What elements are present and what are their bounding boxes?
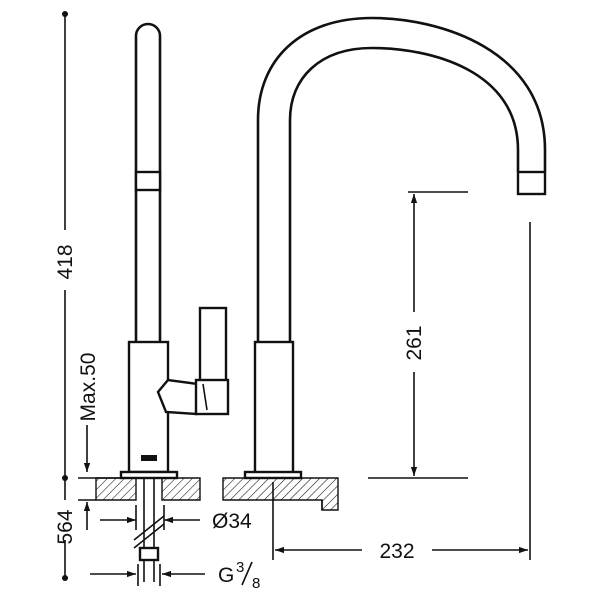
dim-dot-mid [62,475,68,481]
faucet-side-view [119,22,230,480]
spout-reach-dimension [272,222,531,560]
lever-rod-lower [134,190,162,342]
label-diameter-34: Ø34 [212,510,252,533]
dim-dot-bottom [62,575,68,581]
thread-den: 8 [252,575,260,592]
spout-outer-curve [256,16,547,342]
label-thread-g38: G 3 8 [218,559,260,592]
counter-left-2 [161,477,201,501]
handle-grip [198,306,228,386]
pipe-fitting [138,546,160,562]
thread-slash [241,561,253,586]
handle-block-detail [202,383,208,411]
body-column [127,340,170,474]
spout-column [253,340,295,476]
counter-right [222,477,339,511]
spout-inner-curve [288,46,520,342]
counter-left-1 [95,477,137,501]
handle-connector [156,378,200,416]
label-261: 261 [403,325,426,360]
faucet-spout [243,16,547,480]
label-418: 418 [54,244,77,279]
dim-dot-top [62,11,68,17]
thread-num: 3 [236,559,244,576]
vertical-dimension-left [62,11,68,581]
spout-height-dimension [368,191,468,479]
label-564: 564 [54,509,77,544]
lever-ring [134,170,162,192]
diameter-dimension [100,505,200,530]
thread-dimension [90,564,205,586]
label-232: 232 [379,540,414,563]
pipe-break-2 [133,523,165,549]
spout-aerator [516,170,547,196]
body-base-plate [119,470,179,480]
label-max50: Max.50 [77,353,100,422]
lever-rod-top [134,22,162,190]
thread-g: G [218,564,234,587]
countertop-section [95,477,339,511]
pipe-break-1 [133,515,165,541]
supply-pipes [133,478,165,582]
body-badge [141,455,157,461]
handle-block [194,378,230,416]
spout-base-plate [243,470,303,480]
